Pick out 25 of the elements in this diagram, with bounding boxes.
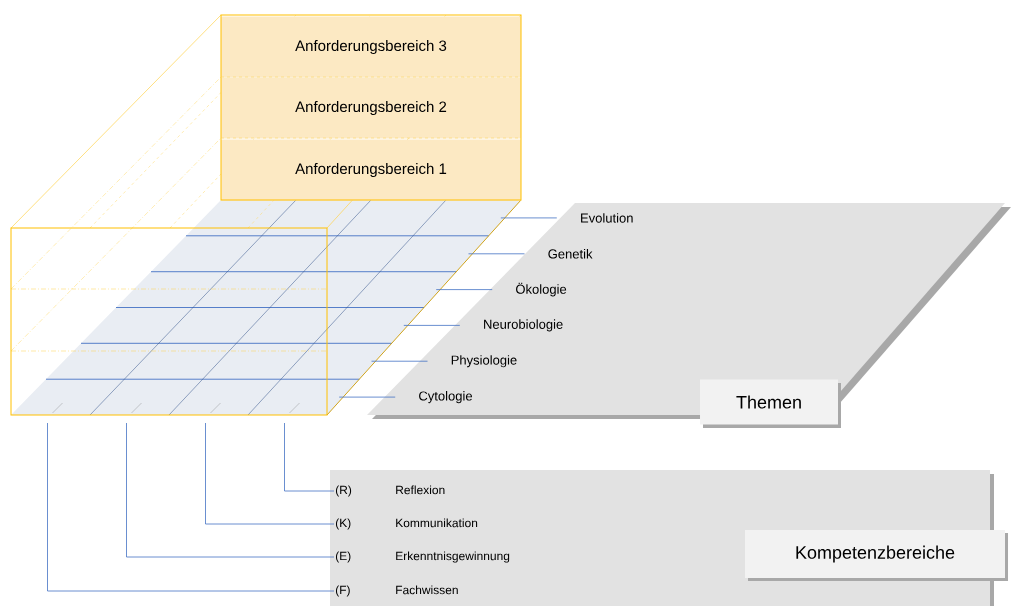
level-box: Anforderungsbereich 3 [221, 16, 521, 78]
leader-line [468, 253, 525, 255]
leader-line [126, 422, 335, 558]
topic-label: Ökologie [516, 282, 567, 297]
competence-label: (K) Kommunikation [335, 518, 478, 530]
topic-label: Physiologie [451, 355, 517, 368]
level-box: Anforderungsbereich 1 [221, 139, 521, 201]
topic-label: Genetik [548, 249, 593, 259]
topic-label: Evolution [581, 213, 633, 223]
leader-line [371, 360, 428, 362]
leader-line [205, 422, 335, 525]
leader-line [284, 422, 335, 492]
node-label: Anforderungsbereich 2 [295, 101, 447, 115]
leader-line [500, 217, 558, 219]
competence-label: (F) Fachwissen [335, 585, 458, 597]
node-label: Anforderungsbereich 1 [295, 163, 447, 177]
level-box: Anforderungsbereich 2 [221, 77, 521, 139]
leader-line [403, 325, 461, 326]
topic-label: Cytologie [419, 391, 472, 404]
leader-line [435, 289, 493, 290]
competence-label: (R) Reflexion [335, 485, 445, 497]
competence-label: (E) Erkenntnisgewinnung [335, 551, 510, 563]
topic-label: Neurobiologie [484, 319, 563, 332]
leader-line [338, 396, 396, 398]
leader-line [47, 422, 335, 592]
